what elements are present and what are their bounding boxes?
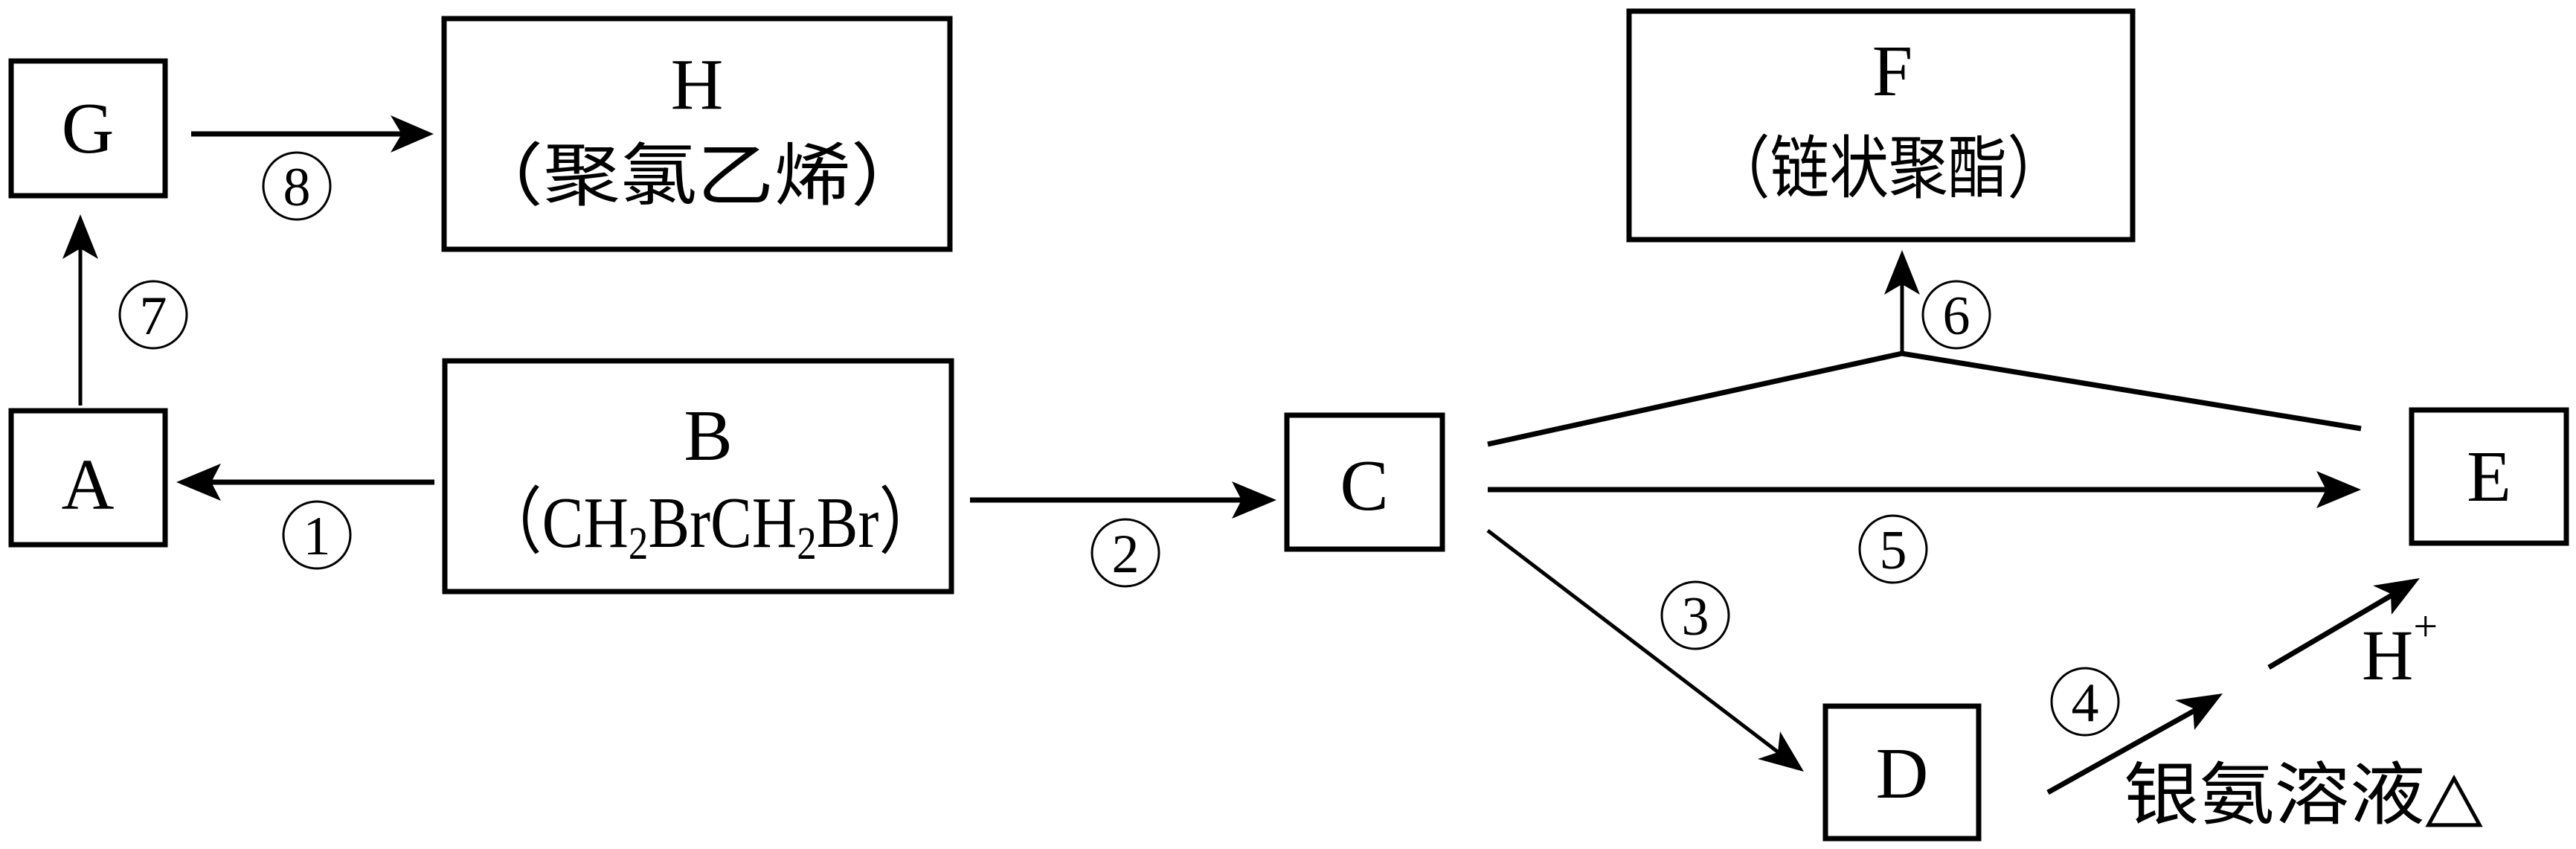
- formula-open-paren: （: [480, 483, 542, 563]
- step-label-circle: [1091, 518, 1160, 588]
- step-label-1: 1: [282, 500, 352, 570]
- node-B-box: [442, 358, 954, 595]
- node-F-label: F: [1872, 31, 1913, 112]
- condition-acid-superscript: +: [2413, 602, 2438, 650]
- condition-acid-text: H+: [2362, 602, 2438, 695]
- condition-acid-symbol: H: [2362, 615, 2413, 695]
- step-label-number: 1: [303, 506, 331, 567]
- node-C-box: [1284, 412, 1445, 552]
- node-C: C: [1284, 412, 1445, 552]
- step-label-4: 4: [2050, 667, 2120, 737]
- condition-silver-ammonia: 银氨溶液△: [2124, 755, 2483, 835]
- step-label-2: 2: [1091, 518, 1160, 588]
- node-E: E: [2409, 407, 2569, 546]
- step-label-number: 5: [1880, 520, 1907, 581]
- node-B-formula: （CH2BrCH2Br）: [480, 483, 941, 569]
- node-H-label: H: [671, 45, 724, 125]
- arrow-step-7: [62, 214, 98, 406]
- node-A-label: A: [62, 445, 115, 525]
- formula-part: CH: [542, 483, 629, 563]
- node-F-note: （链状聚酯）: [1711, 129, 2066, 208]
- arrow-8-head: [391, 115, 434, 153]
- formula-subscript: 2: [629, 519, 648, 569]
- condition-silver-ammonia-text: 银氨溶液△: [2124, 755, 2483, 835]
- node-D-box: [1822, 703, 1982, 842]
- arrow-1-head: [176, 464, 221, 501]
- arrow-step-1: [176, 464, 434, 501]
- node-F: F （链状聚酯）: [1626, 8, 2136, 243]
- arrow-step-6: [1487, 250, 2362, 447]
- arrow-4-lower-shaft: [2046, 700, 2209, 795]
- step-label-5: 5: [1858, 514, 1928, 584]
- node-G-box: [8, 58, 168, 199]
- step-label-number: 7: [140, 286, 167, 347]
- node-H-box: [441, 16, 953, 252]
- formula-subscript: 2: [797, 519, 816, 569]
- arrow-2-head: [1232, 481, 1276, 519]
- step-label-circle: [262, 151, 332, 221]
- node-H-note: （聚氯乙烯）: [466, 136, 928, 216]
- step-label-number: 2: [1112, 524, 1140, 585]
- node-H: H （聚氯乙烯）: [441, 16, 953, 252]
- step-labels: 1 2 3 4 5 6 7 8: [118, 151, 2120, 737]
- arrow-7-head: [62, 214, 98, 259]
- condition-acid: H+: [2362, 602, 2438, 695]
- step-label-7: 7: [118, 280, 188, 350]
- step-label-3: 3: [1660, 580, 1730, 650]
- arrow-6-head: [1884, 250, 1920, 295]
- node-A-box: [8, 408, 168, 548]
- arrow-step-4: [2046, 578, 2420, 795]
- arrow-3-head: [1758, 731, 1804, 772]
- formula-part: BrCH: [648, 483, 797, 563]
- step-label-8: 8: [262, 151, 332, 221]
- arrow-step-8: [191, 115, 434, 153]
- node-B: B （CH2BrCH2Br）: [442, 358, 954, 595]
- node-D-label: D: [1876, 734, 1929, 814]
- formula-close-paren: ）: [879, 483, 941, 563]
- node-E-label: E: [2467, 437, 2511, 517]
- step-label-number: 6: [1943, 286, 1970, 347]
- arrow-6-converging-lines: [1487, 350, 2362, 447]
- formula-part: Br: [817, 483, 879, 563]
- arrow-3-shaft: [1486, 529, 1790, 762]
- arrow-step-5: [1488, 471, 2361, 508]
- step-label-circle: [282, 500, 352, 570]
- step-label-number: 4: [2072, 673, 2099, 734]
- arrow-4-upper-head: [2373, 578, 2420, 615]
- arrow-4-upper-shaft: [2267, 584, 2407, 670]
- step-label-circle: [118, 280, 188, 350]
- node-G: G: [8, 58, 168, 199]
- node-F-box: [1626, 8, 2136, 243]
- step-label-6: 6: [1921, 280, 1991, 350]
- step-label-number: 8: [283, 157, 311, 218]
- step-label-circle: [1660, 580, 1730, 650]
- step-label-circle: [1921, 280, 1991, 350]
- node-D: D: [1822, 703, 1982, 842]
- arrow-step-2: [970, 481, 1276, 519]
- arrow-4-lower-head: [2175, 693, 2223, 730]
- node-A: A: [8, 408, 168, 548]
- node-C-label: C: [1340, 446, 1388, 526]
- step-label-circle: [2050, 667, 2120, 737]
- node-E-box: [2409, 407, 2569, 546]
- step-label-circle: [1858, 514, 1928, 584]
- node-G-label: G: [62, 89, 115, 169]
- node-B-label: B: [684, 396, 732, 476]
- step-label-number: 3: [1682, 586, 1709, 647]
- arrow-step-3: [1486, 529, 1804, 772]
- arrow-5-head: [2316, 471, 2361, 508]
